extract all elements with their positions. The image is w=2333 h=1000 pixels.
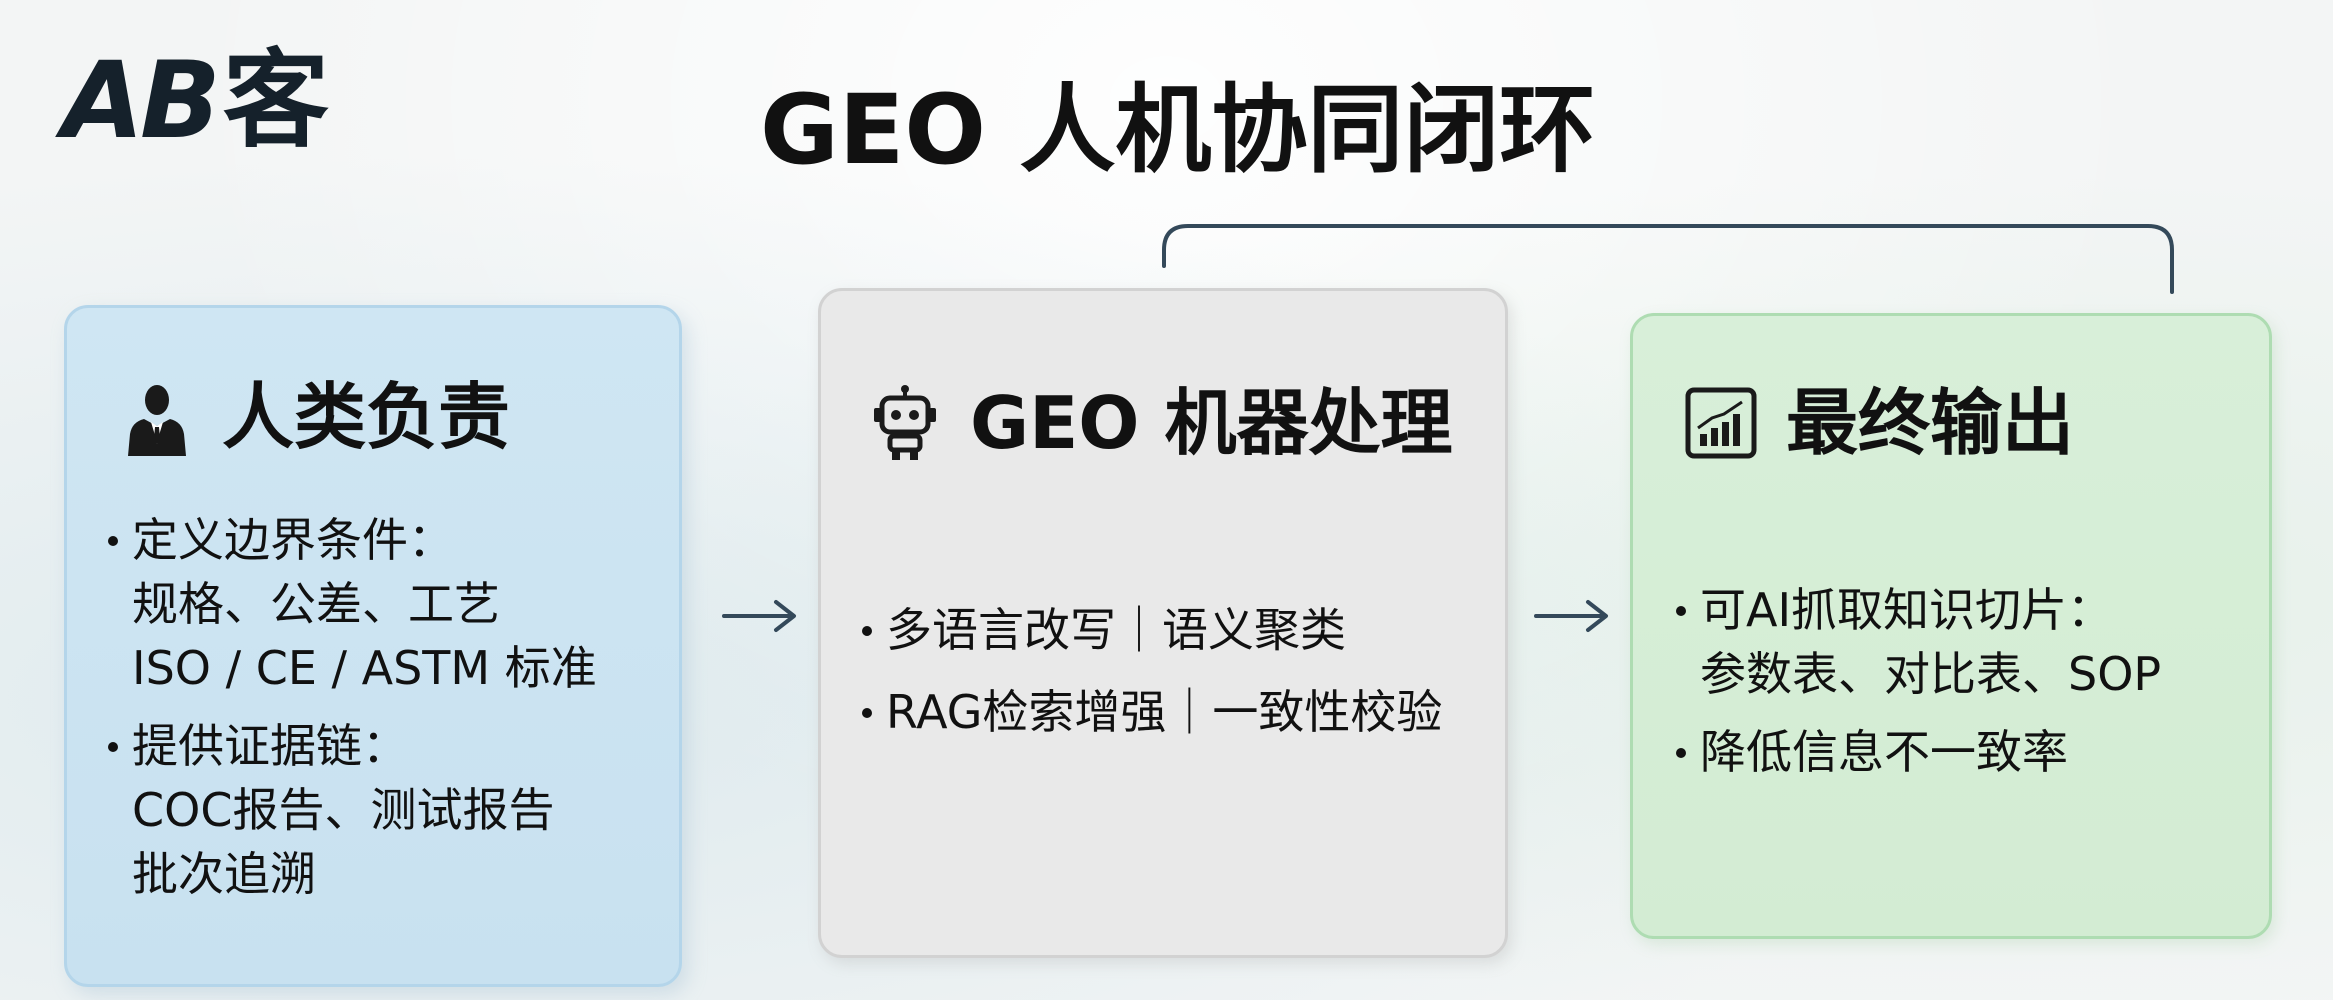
human-card-header: 人类负责 [118, 378, 510, 456]
bar-chart-icon [1682, 384, 1760, 462]
bullet-item: RAG检索增强｜一致性校验 [858, 680, 1442, 744]
bullet-line: 多语言改写｜语义聚类 [886, 603, 1346, 657]
bullet-line: 可AI抓取知识切片： [1700, 583, 2114, 637]
bullet-line: ISO / CE / ASTM 标准 [132, 641, 597, 695]
logo-cjk: 客 [222, 39, 329, 162]
bullet-line: 降低信息不一致率 [1700, 725, 2068, 779]
geo-machine-processing-card [818, 288, 1508, 958]
bullet-line: 批次追溯 [132, 847, 316, 901]
bullet-item: 提供证据链： COC报告、测试报告 批次追溯 [104, 714, 597, 906]
bullet-item: 降低信息不一致率 [1672, 720, 2161, 784]
bullet-line: RAG检索增强｜一致性校验 [886, 685, 1443, 739]
bullet-line: 规格、公差、工艺 [132, 577, 500, 631]
bullet-line: 参数表、对比表、SOP [1700, 647, 2162, 701]
machine-card-header: GEO 机器处理 [866, 384, 1453, 462]
human-responsibility-card [64, 305, 682, 987]
human-card-bullets: 定义边界条件： 规格、公差、工艺 ISO / CE / ASTM 标准 提供证据… [104, 508, 597, 906]
arrow-right-icon [722, 600, 796, 632]
bullet-line: 定义边界条件： [132, 513, 454, 567]
output-card-header: 最终输出 [1682, 384, 2074, 462]
bullet-item: 定义边界条件： 规格、公差、工艺 ISO / CE / ASTM 标准 [104, 508, 597, 700]
bullet-item: 可AI抓取知识切片： 参数表、对比表、SOP [1672, 578, 2161, 706]
ab-ke-logo: AB客 [62, 48, 329, 154]
bullet-item: 多语言改写｜语义聚类 [858, 598, 1442, 662]
person-in-suit-icon [118, 378, 196, 456]
bullet-line: 提供证据链： [132, 719, 408, 773]
robot-icon [866, 384, 944, 462]
machine-card-bullets: 多语言改写｜语义聚类 RAG检索增强｜一致性校验 [858, 598, 1442, 744]
diagram-title: GEO 人机协同闭环 [760, 74, 1596, 186]
human-card-title: 人类负责 [222, 375, 511, 459]
machine-card-title: GEO 机器处理 [970, 381, 1453, 465]
bullet-line: COC报告、测试报告 [132, 783, 555, 837]
output-card-bullets: 可AI抓取知识切片： 参数表、对比表、SOP 降低信息不一致率 [1672, 578, 2161, 784]
output-card-title: 最终输出 [1786, 381, 2075, 465]
logo-latin: AB [62, 39, 221, 162]
arrow-right-icon [1534, 600, 1608, 632]
